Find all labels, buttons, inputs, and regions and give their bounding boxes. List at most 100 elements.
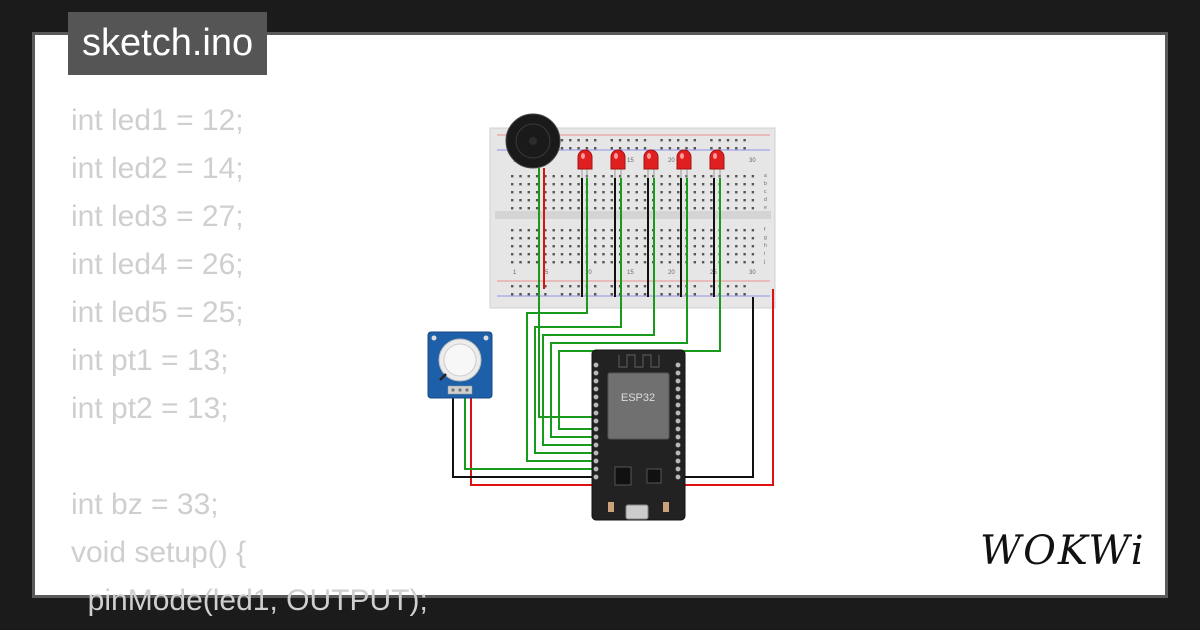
esp32-pin <box>675 458 681 464</box>
breadboard-hole <box>735 237 738 240</box>
breadboard-hole <box>643 293 647 296</box>
breadboard-hole <box>610 183 613 186</box>
breadboard-hole <box>635 199 638 202</box>
esp32-pin <box>593 394 599 400</box>
breadboard-hole <box>544 261 547 264</box>
bb-col-label: 10 <box>585 270 592 276</box>
breadboard-hole <box>511 207 514 210</box>
breadboard-hole <box>560 147 564 150</box>
breadboard-hole <box>519 199 522 202</box>
esp32-pin <box>593 378 599 384</box>
breadboard-hole <box>610 175 613 178</box>
esp32-pin <box>593 434 599 440</box>
breadboard-hole <box>726 207 730 210</box>
breadboard-hole <box>511 229 514 232</box>
breadboard-hole <box>668 229 672 232</box>
breadboard-hole <box>726 293 730 296</box>
breadboard-hole <box>527 175 530 178</box>
led-5[interactable] <box>709 149 725 178</box>
wire-led5-signal <box>558 178 721 430</box>
file-tab-sketch-ino[interactable]: sketch.ino <box>68 12 268 75</box>
breadboard-hole <box>602 253 605 256</box>
breadboard-hole <box>635 207 638 210</box>
breadboard-hole <box>535 285 539 288</box>
code-line: int led5 = 25; <box>71 296 244 329</box>
esp32-pin <box>593 450 599 456</box>
breadboard-hole <box>610 199 613 202</box>
breadboard-hole <box>701 191 705 194</box>
breadboard-hole <box>693 147 696 150</box>
esp32-pin <box>593 402 599 408</box>
breadboard-hole <box>585 139 589 142</box>
breadboard-hole <box>710 293 713 296</box>
wire-led3-signal <box>542 178 655 446</box>
led-1[interactable] <box>577 149 593 178</box>
esp32-pin <box>593 426 599 432</box>
breadboard-hole <box>602 175 605 178</box>
breadboard-hole <box>735 229 738 232</box>
breadboard-hole <box>527 285 530 288</box>
breadboard-hole <box>569 261 572 264</box>
code-line: int led1 = 12; <box>71 104 244 137</box>
breadboard-hole <box>569 253 572 256</box>
breadboard-hole <box>535 183 539 186</box>
breadboard-hole <box>693 285 696 288</box>
breadboard-hole <box>635 147 638 150</box>
breadboard-hole <box>668 253 672 256</box>
breadboard-hole <box>569 183 572 186</box>
breadboard-hole <box>569 207 572 210</box>
code-line: int pt2 = 13; <box>71 392 229 425</box>
breadboard-hole <box>569 237 572 240</box>
breadboard-hole <box>627 285 630 288</box>
esp32-board[interactable]: ESP32 <box>591 349 686 521</box>
esp32-pin <box>675 370 681 376</box>
esp32-pin <box>675 466 681 472</box>
breadboard-hole <box>677 229 680 232</box>
breadboard-hole <box>660 237 663 240</box>
buzzer[interactable] <box>505 113 561 178</box>
breadboard-hole <box>668 139 672 142</box>
breadboard-hole <box>710 175 713 178</box>
breadboard-hole <box>668 293 672 296</box>
led-4[interactable] <box>676 149 692 178</box>
breadboard-hole <box>643 139 647 142</box>
breadboard-hole <box>751 245 755 248</box>
breadboard-hole <box>552 207 555 210</box>
breadboard-hole <box>544 175 547 178</box>
breadboard-hole <box>560 293 564 296</box>
breadboard-hole <box>560 229 564 232</box>
breadboard-hole <box>535 253 539 256</box>
breadboard-hole <box>693 293 696 296</box>
breadboard-hole <box>577 237 580 240</box>
breadboard-hole <box>643 147 647 150</box>
breadboard-hole <box>618 139 622 142</box>
breadboard-hole <box>535 237 539 240</box>
code-line: int led4 = 26; <box>71 248 244 281</box>
bb-col-label: 15 <box>627 270 634 276</box>
breadboard-hole <box>544 207 547 210</box>
led-3[interactable] <box>643 149 659 178</box>
breadboard-hole <box>602 183 605 186</box>
breadboard-hole <box>635 237 638 240</box>
breadboard-hole <box>710 285 713 288</box>
breadboard-hole <box>627 293 630 296</box>
breadboard-hole <box>560 245 564 248</box>
breadboard-hole <box>710 237 713 240</box>
breadboard-hole <box>594 253 597 256</box>
breadboard-hole <box>735 253 738 256</box>
breadboard-hole <box>668 207 672 210</box>
potentiometer[interactable] <box>427 331 493 399</box>
breadboard-hole <box>519 207 522 210</box>
breadboard-hole <box>519 229 522 232</box>
code-line: int led2 = 14; <box>71 152 244 185</box>
breadboard-hole <box>701 245 705 248</box>
breadboard-hole <box>610 191 613 194</box>
breadboard-hole <box>544 183 547 186</box>
breadboard-hole <box>627 183 630 186</box>
led-2[interactable] <box>610 149 626 178</box>
breadboard-hole <box>743 175 746 178</box>
breadboard-hole <box>701 199 705 202</box>
breadboard-hole <box>751 237 755 240</box>
bb-col-label: 1 <box>513 270 517 276</box>
breadboard-hole <box>735 147 738 150</box>
